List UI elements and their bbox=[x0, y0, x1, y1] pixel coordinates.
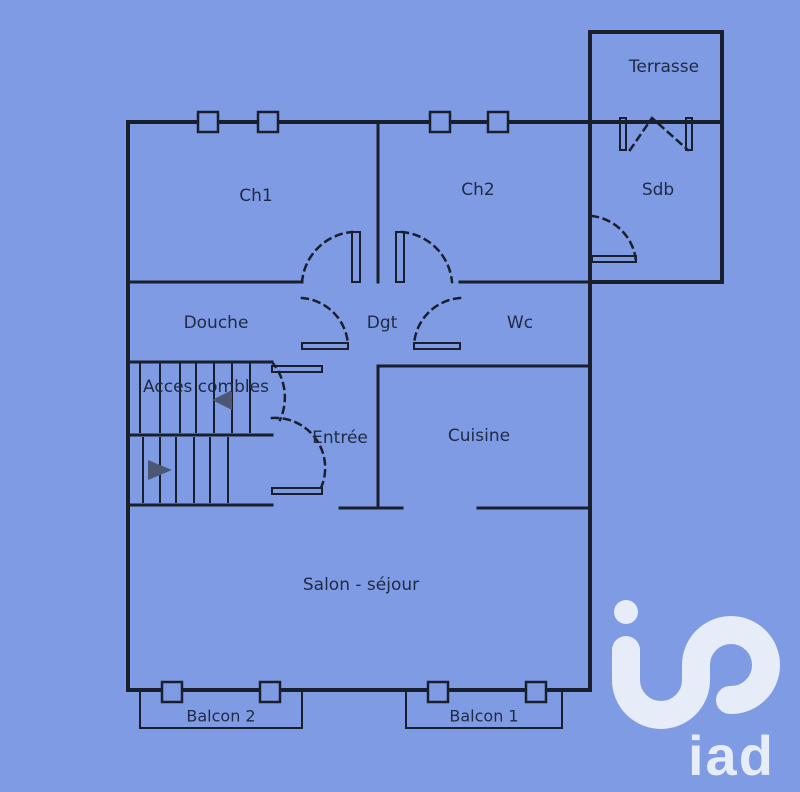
balcon-1-outline bbox=[405, 689, 563, 729]
room-label-salon: Salon - séjour bbox=[302, 575, 420, 595]
windows bbox=[160, 110, 548, 704]
door-leaves bbox=[271, 117, 693, 495]
room-label-balcon-2: Balcon 2 bbox=[186, 706, 256, 726]
room-label-balcon-1: Balcon 1 bbox=[449, 706, 519, 726]
terrasse-walls bbox=[588, 30, 724, 284]
room-label-sdb: Sdb bbox=[641, 180, 675, 200]
room-label-ch1: Ch1 bbox=[239, 186, 273, 206]
room-label-ch2: Ch2 bbox=[461, 180, 495, 200]
room-label-terrasse: Terrasse bbox=[628, 57, 700, 77]
room-label-wc: Wc bbox=[506, 313, 534, 333]
room-label-douche: Douche bbox=[183, 313, 249, 333]
room-label-dgt: Dgt bbox=[366, 313, 398, 333]
room-label-cuisine: Cuisine bbox=[447, 426, 511, 446]
stair-arrow-down-icon bbox=[148, 460, 172, 480]
room-label-acces-combles: Acces combles bbox=[143, 377, 269, 397]
interior-walls bbox=[126, 120, 592, 510]
iad-logo-icon bbox=[612, 600, 781, 729]
stair-arrow-up-icon bbox=[212, 390, 232, 410]
balcon-2-outline bbox=[139, 689, 303, 729]
room-label-entree: Entrée bbox=[312, 428, 368, 448]
logo-brand-text: iad bbox=[688, 724, 775, 787]
